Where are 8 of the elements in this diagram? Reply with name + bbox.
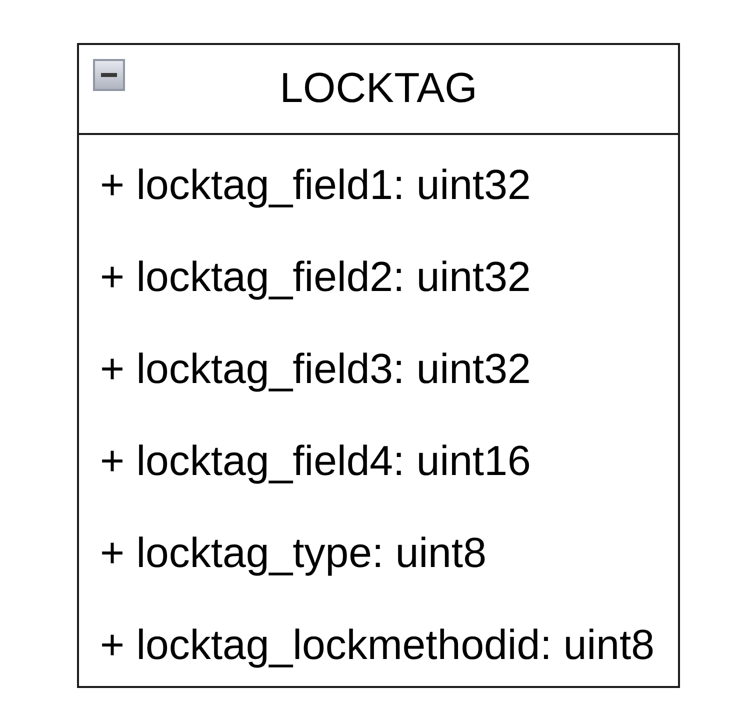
attribute-text: + locktag_field4: uint16 xyxy=(100,437,531,485)
attribute-text: + locktag_field1: uint32 xyxy=(100,161,531,209)
attribute-text: + locktag_lockmethodid: uint8 xyxy=(100,621,655,669)
class-name: LOCKTAG xyxy=(280,64,478,112)
class-box xyxy=(77,43,680,688)
attribute-text: + locktag_type: uint8 xyxy=(100,529,486,577)
attribute-text: + locktag_field3: uint32 xyxy=(100,345,531,393)
attribute-text: + locktag_field2: uint32 xyxy=(100,253,531,301)
